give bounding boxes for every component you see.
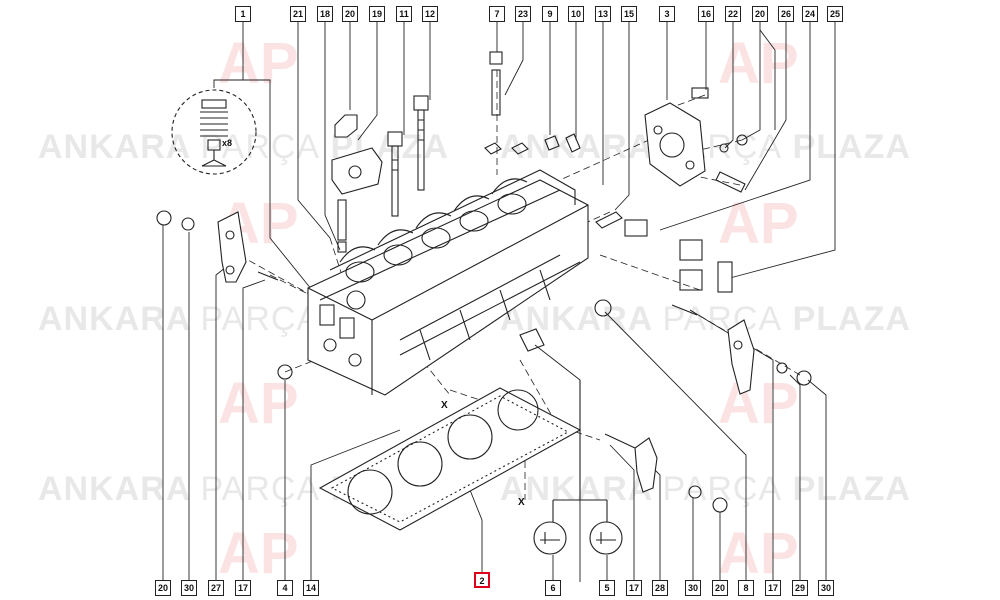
callout-top-7: 7 [489,6,505,22]
callout-bottom-27: 27 [208,580,224,596]
watermark-left: ANKARA [500,300,653,338]
callout-bottom-5: 5 [599,580,615,596]
watermark-right: PLAZA [792,470,911,508]
callout-bottom-17: 17 [765,580,781,596]
watermark-right: PLAZA [792,128,911,166]
callout-bottom-8: 8 [738,580,754,596]
callout-top-22: 22 [725,6,741,22]
callout-top-26: 26 [778,6,794,22]
valve-qty-label: x8 [222,138,233,148]
callout-bottom-6: 6 [545,580,561,596]
callout-top-11: 11 [396,6,412,22]
callout-bottom-30: 30 [818,580,834,596]
watermark-mid: PARÇA [662,470,783,508]
brackets-side [156,210,812,513]
watermark-mid: PARÇA [200,470,321,508]
callout-top-16: 16 [698,6,714,22]
callout-top-3: 3 [659,6,675,22]
watermark-left: ANKARA [38,300,191,338]
callout-top-21: 21 [290,6,306,22]
callout-top-23: 23 [515,6,531,22]
watermark-logo: AP [718,371,799,436]
callout-top-20: 20 [342,6,358,22]
watermark-mid: PARÇA [200,300,321,338]
callout-bottom-17: 17 [626,580,642,596]
cylinder-head-body [307,169,589,396]
callout-top-12: 12 [422,6,438,22]
detail-callouts [519,328,623,555]
sensors [595,211,733,293]
callout-bottom-28: 28 [652,580,668,596]
section-mark-x: X [441,400,448,411]
watermark-left: ANKARA [38,470,191,508]
callout-bottom-30: 30 [181,580,197,596]
callout-bottom-14: 14 [303,580,319,596]
callout-top-10: 10 [568,6,584,22]
callout-top-20: 20 [752,6,768,22]
callout-bottom-4: 4 [277,580,293,596]
callout-top-24: 24 [802,6,818,22]
watermark-logo: AP [718,191,799,256]
valve-stack-group [171,89,257,175]
bracket-19 [331,114,383,253]
callout-bottom-17: 17 [235,580,251,596]
callout-bottom-2: 2 [474,572,490,588]
callout-top-13: 13 [595,6,611,22]
callout-top-1: 1 [235,6,251,22]
watermark-logo: AP [218,31,299,96]
callout-top-15: 15 [621,6,637,22]
callout-top-9: 9 [542,6,558,22]
watermark-left: ANKARA [500,128,653,166]
flange-3 [644,87,748,193]
watermark-right: PLAZA [792,300,911,338]
bolts-11-12 [387,95,429,217]
callout-bottom-20: 20 [155,580,171,596]
watermark-left: ANKARA [38,128,191,166]
injector-7-23 [484,51,581,155]
watermark-mid: PARÇA [662,300,783,338]
watermark-logo: AP [718,521,799,586]
callout-top-25: 25 [827,6,843,22]
callout-top-18: 18 [317,6,333,22]
callout-bottom-20: 20 [712,580,728,596]
callout-bottom-30: 30 [685,580,701,596]
callout-top-19: 19 [369,6,385,22]
section-mark-x: X [518,497,525,508]
head-gasket [318,387,582,531]
watermark-logo: AP [718,31,799,96]
callout-bottom-29: 29 [792,580,808,596]
watermark-row: ANKARA PARÇA PLAZA [500,300,911,339]
